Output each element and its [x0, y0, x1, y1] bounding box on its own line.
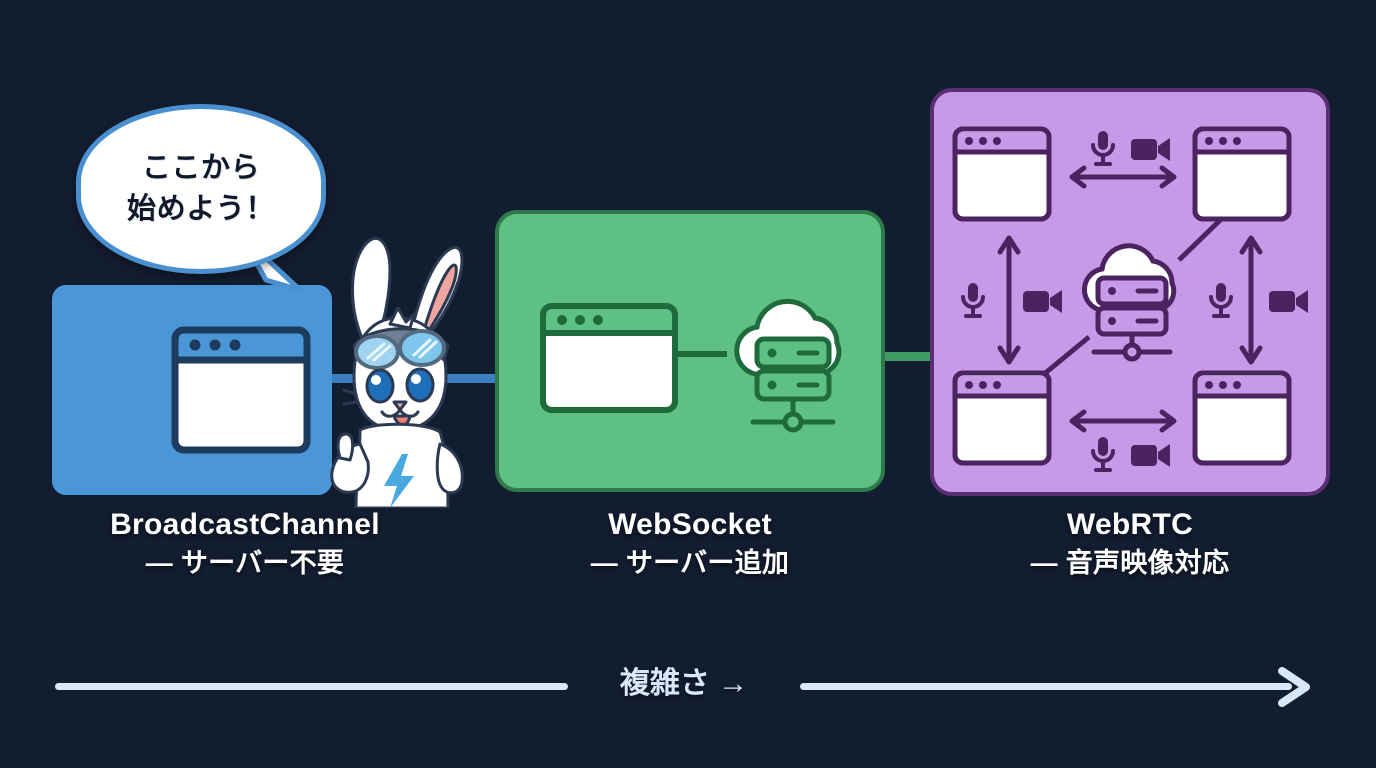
- browser-window-icon: [540, 303, 678, 413]
- double-arrow-icon: [1069, 409, 1177, 433]
- browser-window-icon: [1192, 126, 1292, 222]
- label-broadcastchannel: BroadcastChannel — サーバー不要: [20, 508, 470, 581]
- panel-webrtc[interactable]: [930, 88, 1330, 496]
- video-camera-icon: [1131, 138, 1170, 161]
- label-websocket: WebSocket — サーバー追加: [490, 508, 890, 581]
- microphone-icon: [961, 283, 985, 318]
- video-camera-icon: [1131, 444, 1170, 467]
- websocket-link-line: [677, 351, 727, 357]
- complexity-axis-right-line: [800, 683, 1292, 690]
- browser-window-icon: [171, 326, 311, 454]
- double-arrow-icon: [1239, 235, 1263, 365]
- video-camera-icon: [1269, 290, 1308, 313]
- label-webrtc-title: WebRTC: [1066, 508, 1194, 541]
- double-arrow-icon: [1069, 165, 1177, 189]
- double-arrow-icon: [997, 235, 1021, 365]
- arrow-right-icon: [1278, 667, 1310, 707]
- speech-bubble-line-1: ここから: [141, 151, 261, 184]
- label-websocket-subtitle: — サーバー追加: [590, 547, 790, 578]
- rabbit-mascot: [330, 236, 464, 508]
- speech-bubble: ここから 始めよう！: [76, 104, 326, 274]
- browser-window-icon: [952, 126, 1052, 222]
- speech-bubble-line-2: 始めよう！: [127, 193, 275, 225]
- label-broadcastchannel-subtitle: — サーバー不要: [145, 547, 345, 578]
- browser-window-icon: [1192, 370, 1292, 466]
- complexity-axis-left-line: [55, 683, 568, 690]
- video-camera-icon: [1023, 290, 1062, 313]
- cloud-server-icon: [734, 298, 842, 433]
- connector-green-purple: [881, 352, 935, 361]
- panel-websocket[interactable]: [495, 210, 885, 492]
- cloud-server-icon: [1081, 243, 1177, 362]
- label-websocket-title: WebSocket: [608, 508, 772, 541]
- microphone-icon: [1091, 131, 1115, 166]
- label-webrtc: WebRTC — 音声映像対応: [940, 508, 1320, 581]
- label-broadcastchannel-title: BroadcastChannel: [110, 508, 380, 541]
- label-webrtc-subtitle: — 音声映像対応: [1030, 547, 1230, 578]
- complexity-axis-label: 複雑さ →: [619, 667, 749, 700]
- microphone-icon: [1091, 437, 1115, 472]
- browser-window-icon: [952, 370, 1052, 466]
- panel-broadcastchannel[interactable]: [52, 285, 332, 495]
- microphone-icon: [1209, 283, 1233, 318]
